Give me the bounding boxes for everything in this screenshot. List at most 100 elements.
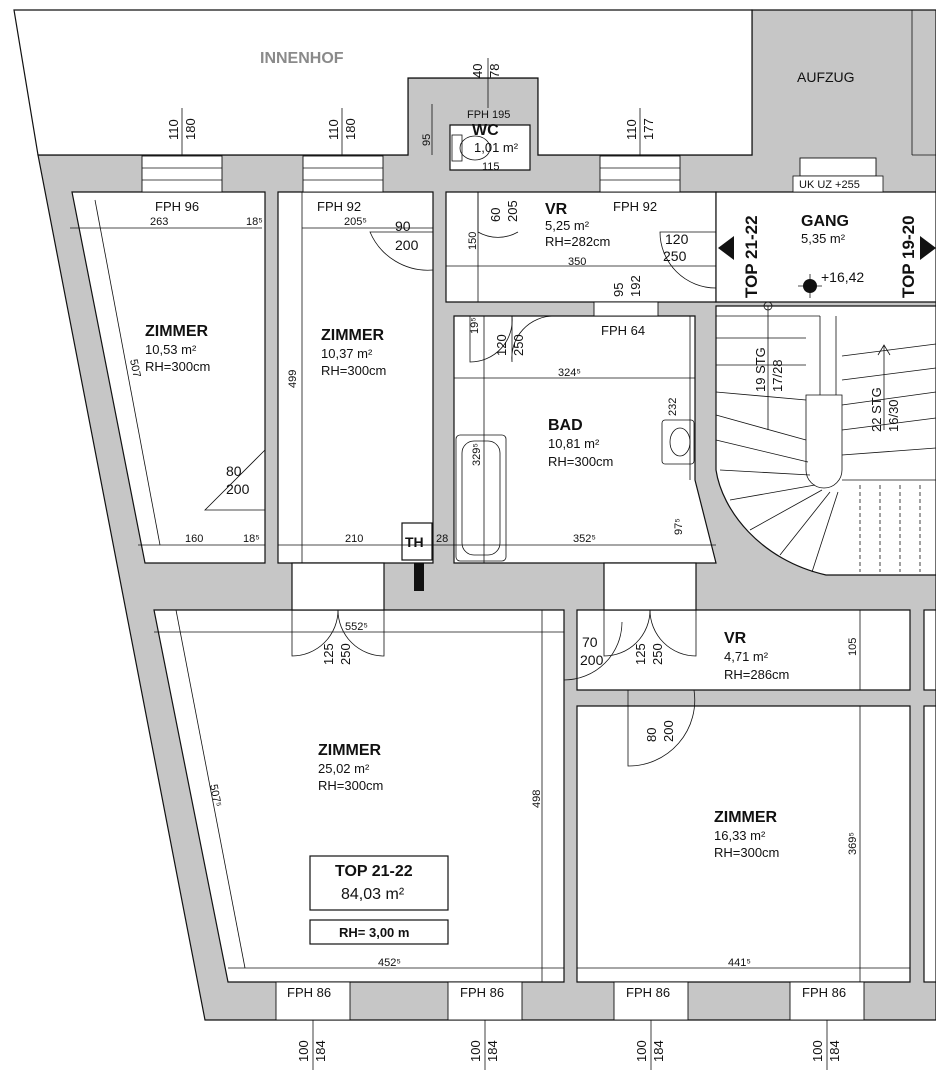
room-area: 10,53 m² bbox=[145, 342, 197, 357]
dim-label: 78 bbox=[487, 64, 502, 78]
dim-label: 80 bbox=[644, 728, 659, 742]
dim-label: 250 bbox=[511, 334, 526, 356]
dim-label: 28 bbox=[436, 533, 448, 545]
dim-label: 192 bbox=[628, 275, 643, 297]
room-height: RH=300cm bbox=[318, 778, 383, 793]
dim-label: 95 bbox=[611, 283, 626, 297]
dim-label: 100 bbox=[468, 1040, 483, 1062]
dim-label: 507 bbox=[127, 358, 143, 378]
room-area: 10,37 m² bbox=[321, 346, 373, 361]
dim-label: 150 bbox=[467, 232, 479, 250]
room-name: GANG bbox=[801, 213, 849, 230]
dim-label: 115 bbox=[482, 161, 500, 173]
dim-label: 184 bbox=[313, 1040, 328, 1062]
room-vr-2 bbox=[576, 609, 911, 691]
dim-label: 110 bbox=[326, 119, 341, 140]
dimension-labels: 110 180 110 180 110 177 40 78 95 115 263… bbox=[127, 64, 859, 1062]
dim-label: 100 bbox=[296, 1040, 311, 1062]
dim-label: 369⁵ bbox=[847, 832, 859, 855]
dim-label: 100 bbox=[634, 1040, 649, 1062]
stair-ratio-1: 17/28 bbox=[770, 359, 785, 392]
dim-label: 263 bbox=[150, 216, 168, 228]
fph-labels: FPH 96 FPH 92 FPH 195 FPH 92 FPH 64 FPH … bbox=[155, 109, 846, 1000]
dim-label: 350 bbox=[568, 256, 586, 268]
fph-label: FPH 86 bbox=[626, 985, 670, 1000]
uk-uz-label: UK UZ +255 bbox=[799, 179, 860, 191]
dim-label: 200 bbox=[580, 652, 604, 668]
dim-label: 160 bbox=[185, 533, 203, 545]
summary-height: RH= 3,00 m bbox=[339, 925, 409, 940]
level-label: +16,42 bbox=[821, 269, 864, 285]
summary-area: 84,03 m² bbox=[341, 886, 405, 903]
room-height: RH=286cm bbox=[724, 667, 789, 682]
room-area: 16,33 m² bbox=[714, 828, 766, 843]
fph-label: FPH 96 bbox=[155, 199, 199, 214]
fph-label: FPH 86 bbox=[287, 985, 331, 1000]
dim-label: 205⁵ bbox=[344, 216, 367, 228]
dim-label: 232 bbox=[667, 398, 679, 416]
dim-label: 105 bbox=[847, 638, 859, 656]
fph-label: FPH 92 bbox=[317, 199, 361, 214]
room-height: RH=300cm bbox=[145, 359, 210, 374]
dim-label: 125 bbox=[321, 643, 336, 665]
dim-label: 499 bbox=[287, 370, 299, 388]
room-area: 25,02 m² bbox=[318, 761, 370, 776]
innenhof-label: INNENHOF bbox=[260, 50, 344, 67]
dim-label: 184 bbox=[651, 1040, 666, 1062]
room-area: 5,25 m² bbox=[545, 218, 590, 233]
summary-title: TOP 21-22 bbox=[335, 863, 413, 880]
dim-label: 180 bbox=[183, 118, 198, 140]
room-stair bbox=[715, 305, 936, 576]
dim-label: 441⁵ bbox=[728, 957, 751, 969]
dim-label: 125 bbox=[633, 643, 648, 665]
dim-label: 184 bbox=[485, 1040, 500, 1062]
dim-label: 498 bbox=[531, 790, 543, 808]
summary: TOP 21-22 84,03 m² RH= 3,00 m bbox=[309, 855, 449, 945]
room-zimmer-3 bbox=[153, 609, 565, 983]
dim-label: 110 bbox=[624, 119, 639, 140]
dim-label: 205 bbox=[505, 200, 520, 222]
dim-label: 250 bbox=[338, 643, 353, 665]
th-label: TH bbox=[405, 534, 424, 550]
doors bbox=[204, 134, 717, 767]
dim-label: 95 bbox=[421, 134, 433, 146]
fph-label: FPH 86 bbox=[802, 985, 846, 1000]
room-zimmer-4 bbox=[576, 705, 911, 983]
dim-label: 200 bbox=[226, 481, 250, 497]
dim-label: 352⁵ bbox=[573, 533, 596, 545]
stair-ratio-2: 16/30 bbox=[886, 399, 901, 432]
room-labels: ZIMMER 10,53 m² RH=300cm ZIMMER 10,37 m²… bbox=[145, 122, 849, 860]
top-left-label: TOP 21-22 bbox=[742, 215, 761, 298]
room-height: RH=300cm bbox=[321, 363, 386, 378]
dim-label: 18⁵ bbox=[246, 216, 263, 228]
windows bbox=[141, 155, 877, 1021]
dimension-lines bbox=[70, 58, 910, 1070]
dim-label: 200 bbox=[661, 720, 676, 742]
fph-label: FPH 92 bbox=[613, 199, 657, 214]
dim-label: 80 bbox=[226, 463, 242, 479]
dim-label: 90 bbox=[395, 218, 411, 234]
dim-label: 40 bbox=[470, 64, 485, 78]
dim-label: 552⁵ bbox=[345, 621, 368, 633]
room-height: RH=300cm bbox=[548, 454, 613, 469]
fph-label: FPH 195 bbox=[467, 109, 510, 121]
dim-label: 60 bbox=[488, 208, 503, 222]
dim-label: 100 bbox=[810, 1040, 825, 1062]
dim-label: 184 bbox=[827, 1040, 842, 1062]
room-height: RH=282cm bbox=[545, 234, 610, 249]
dim-label: 18⁵ bbox=[243, 533, 260, 545]
dim-label: 120 bbox=[665, 231, 689, 247]
room-name: VR bbox=[724, 630, 747, 647]
labels: INNENHOF AUFZUG UK UZ +255 TOP 21-22 TOP… bbox=[260, 50, 918, 550]
dim-label: 19⁵ bbox=[469, 317, 481, 334]
room-name: ZIMMER bbox=[145, 323, 209, 340]
room-name: ZIMMER bbox=[318, 742, 382, 759]
dim-label: 250 bbox=[663, 248, 687, 264]
room-area: 5,35 m² bbox=[801, 231, 846, 246]
room-area: 1,01 m² bbox=[474, 140, 519, 155]
room-area: 10,81 m² bbox=[548, 436, 600, 451]
room-area: 4,71 m² bbox=[724, 649, 769, 664]
dim-label: 110 bbox=[166, 119, 181, 140]
dim-label: 250 bbox=[650, 643, 665, 665]
